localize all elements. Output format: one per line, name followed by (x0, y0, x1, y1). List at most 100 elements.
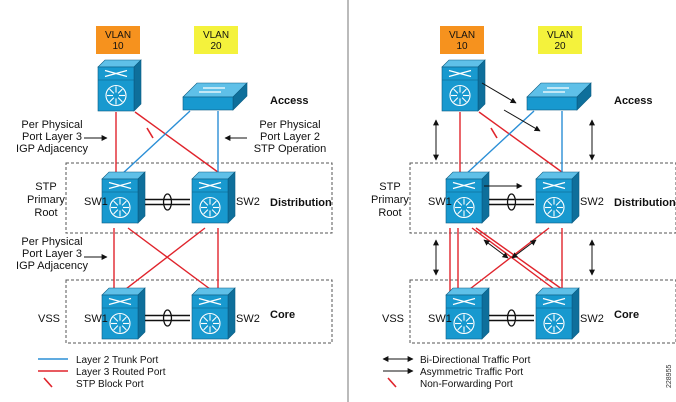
bidir-arrow-cross-a (483, 239, 509, 259)
router-spoke (121, 316, 127, 322)
sw2-to-core1-routed-link (121, 227, 206, 293)
access-to-sw2-routed-link (134, 111, 223, 176)
non-forwarding-port-mark (490, 127, 498, 139)
switch-side-face (227, 171, 236, 224)
router-circle-icon (199, 196, 221, 219)
l2-access-to-sw1-trunk-link (120, 110, 191, 176)
distribution-sw2-switch (191, 171, 236, 224)
port-channel-ellipse (162, 193, 173, 211)
legend-label-block: STP Block Port (76, 379, 144, 390)
distribution-sw1-switch (101, 171, 146, 224)
access-l2-switch (526, 82, 592, 111)
switch-arrows-icon (198, 181, 222, 190)
router-spoke (465, 200, 471, 206)
router-spoke (117, 97, 123, 103)
router-circle-icon (453, 196, 475, 219)
access-layer-label: Access (270, 95, 309, 107)
l2-access-to-sw1-trunk-link (464, 110, 535, 176)
access-to-sw2-routed-link (478, 111, 567, 176)
router-spoke (211, 200, 217, 206)
switch-top-face (535, 171, 580, 180)
switch-top-face (191, 287, 236, 296)
router-spoke (461, 97, 467, 103)
switch-arrows-icon (452, 181, 476, 190)
router-circle-icon (109, 196, 131, 219)
router-spoke (113, 316, 119, 322)
sw1-to-core2-routed-link (471, 227, 559, 293)
router-circle-icon (109, 312, 131, 335)
distribution-sw1-label: SW1 (84, 196, 108, 208)
vlan-10-badge-box (96, 26, 140, 54)
distribution-layer-label: Distribution (614, 197, 676, 209)
switch-arrows-icon (543, 87, 569, 93)
core-vsl-link (145, 309, 190, 327)
distribution-vsl-link (145, 193, 190, 211)
switch-top-face (101, 287, 146, 296)
switch-side-face (477, 59, 486, 112)
router-spoke (461, 88, 467, 94)
switch-front-face (526, 96, 578, 111)
switch-arrows-icon (448, 69, 472, 78)
switch-arrows-icon (452, 297, 476, 306)
router-spoke (203, 316, 209, 322)
router-spoke (203, 325, 209, 331)
router-spoke (211, 325, 217, 331)
router-spoke (547, 200, 553, 206)
switch-side-face (571, 171, 580, 224)
core-sw1-label: SW1 (428, 313, 452, 325)
figure-id: 228955 (666, 365, 673, 388)
asym-arrow-access-b (503, 109, 541, 132)
port-channel-ellipse (162, 309, 173, 327)
access-layer-label: Access (614, 95, 653, 107)
vlan-20-badge-box (194, 26, 238, 54)
router-spoke (555, 200, 561, 206)
router-circle-icon (199, 312, 221, 335)
switch-top-face (441, 59, 486, 68)
router-spoke (203, 209, 209, 215)
legend-label-nonfwd: Non-Forwarding Port (420, 379, 513, 390)
core-layer-label: Core (614, 309, 639, 321)
router-spoke (113, 200, 119, 206)
switch-top-face (445, 287, 490, 296)
vss-label: VSS (382, 313, 404, 325)
router-spoke (547, 316, 553, 322)
distribution-sw1-label: SW1 (428, 196, 452, 208)
vss-label: VSS (38, 313, 60, 325)
router-spoke (457, 200, 463, 206)
router-circle-icon (453, 312, 475, 335)
distribution-sw2-switch (535, 171, 580, 224)
vlan-20-badge-box (538, 26, 582, 54)
router-spoke (109, 88, 115, 94)
switch-side-face (137, 171, 146, 224)
switch-side-face (481, 287, 490, 340)
legend-block-swatch (43, 377, 53, 388)
asym-arrow-access (481, 82, 517, 104)
sw1-to-core2-routed-link-b (475, 227, 567, 293)
router-spoke (555, 209, 561, 215)
access-multilayer-switch (97, 59, 142, 112)
port-channel-ellipse (506, 193, 517, 211)
switch-top-face (191, 171, 236, 180)
router-circle-icon (543, 312, 565, 335)
stp-block-port-mark (146, 127, 154, 139)
bidir-arrow-cross-b (511, 239, 537, 259)
router-spoke (109, 97, 115, 103)
router-spoke (121, 200, 127, 206)
router-spoke (465, 209, 471, 215)
switch-arrows-icon (198, 297, 222, 306)
router-spoke (453, 97, 459, 103)
distribution-block (65, 162, 333, 234)
router-spoke (211, 209, 217, 215)
distribution-sw2-label: SW2 (236, 196, 260, 208)
distribution-block (409, 162, 676, 234)
core-layer-label: Core (270, 309, 295, 321)
switch-arrows-icon (199, 87, 225, 93)
